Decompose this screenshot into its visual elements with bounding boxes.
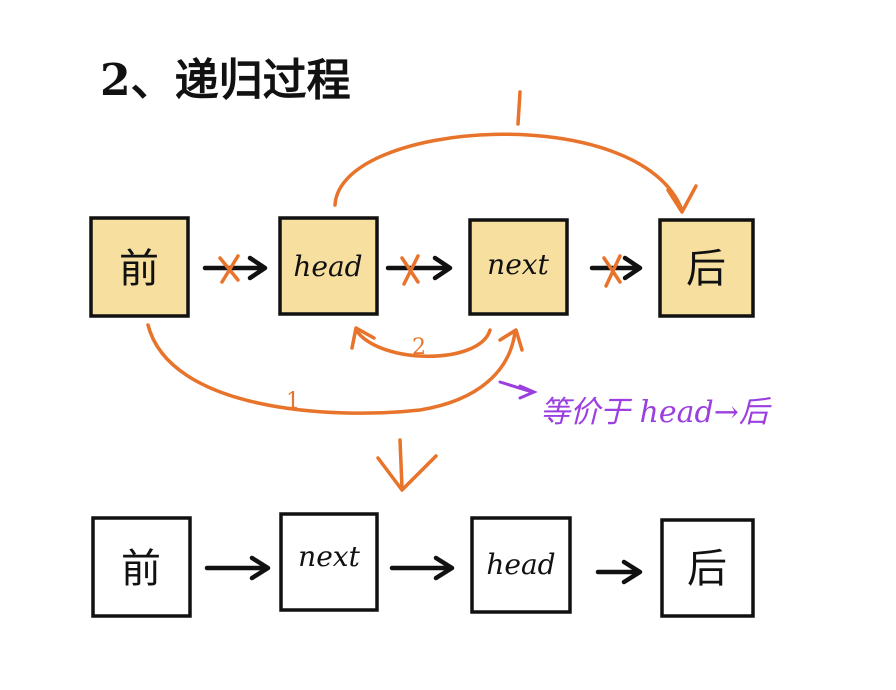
curve-head-to-after [333, 90, 698, 214]
node-next-label: next [487, 248, 549, 281]
purple-note: 等价于 head→后 [498, 380, 772, 430]
node-head [278, 216, 379, 316]
arrow-next-head [389, 555, 455, 581]
before-row: 前 head next 后 [89, 216, 755, 318]
curve-prev-to-next [146, 323, 524, 415]
node-next [468, 218, 569, 316]
node-next-next-label: 后 [686, 246, 726, 292]
node-prev-label: 前 [119, 246, 159, 292]
result-node-head [470, 516, 572, 614]
step-label-2: 2 [412, 335, 426, 360]
node-head-label: head [293, 250, 362, 283]
result-node-after [660, 518, 755, 618]
arrow-head-after [595, 559, 643, 585]
node-next-next [658, 218, 755, 318]
title: 2、递归过程 [100, 55, 351, 106]
result-node-next-label: next [298, 540, 360, 573]
note-text: 等价于 head→后 [540, 395, 772, 430]
result-node-next [279, 512, 379, 612]
arrow-next-after-crossed [589, 254, 643, 288]
result-node-prev-label: 前 [121, 546, 161, 592]
node-prev [89, 216, 190, 318]
arrow-prev-next [204, 555, 271, 581]
after-row: 前 next head 后 [91, 512, 755, 618]
result-node-prev [91, 516, 192, 618]
curve-next-to-head [350, 326, 492, 358]
down-arrow [376, 438, 438, 492]
step-label-1: 1 [286, 389, 300, 414]
arrow-prev-head-crossed [202, 254, 268, 284]
arrow-head-next-crossed [385, 254, 453, 286]
result-node-after-label: 后 [687, 546, 727, 592]
result-node-head-label: head [486, 548, 555, 581]
